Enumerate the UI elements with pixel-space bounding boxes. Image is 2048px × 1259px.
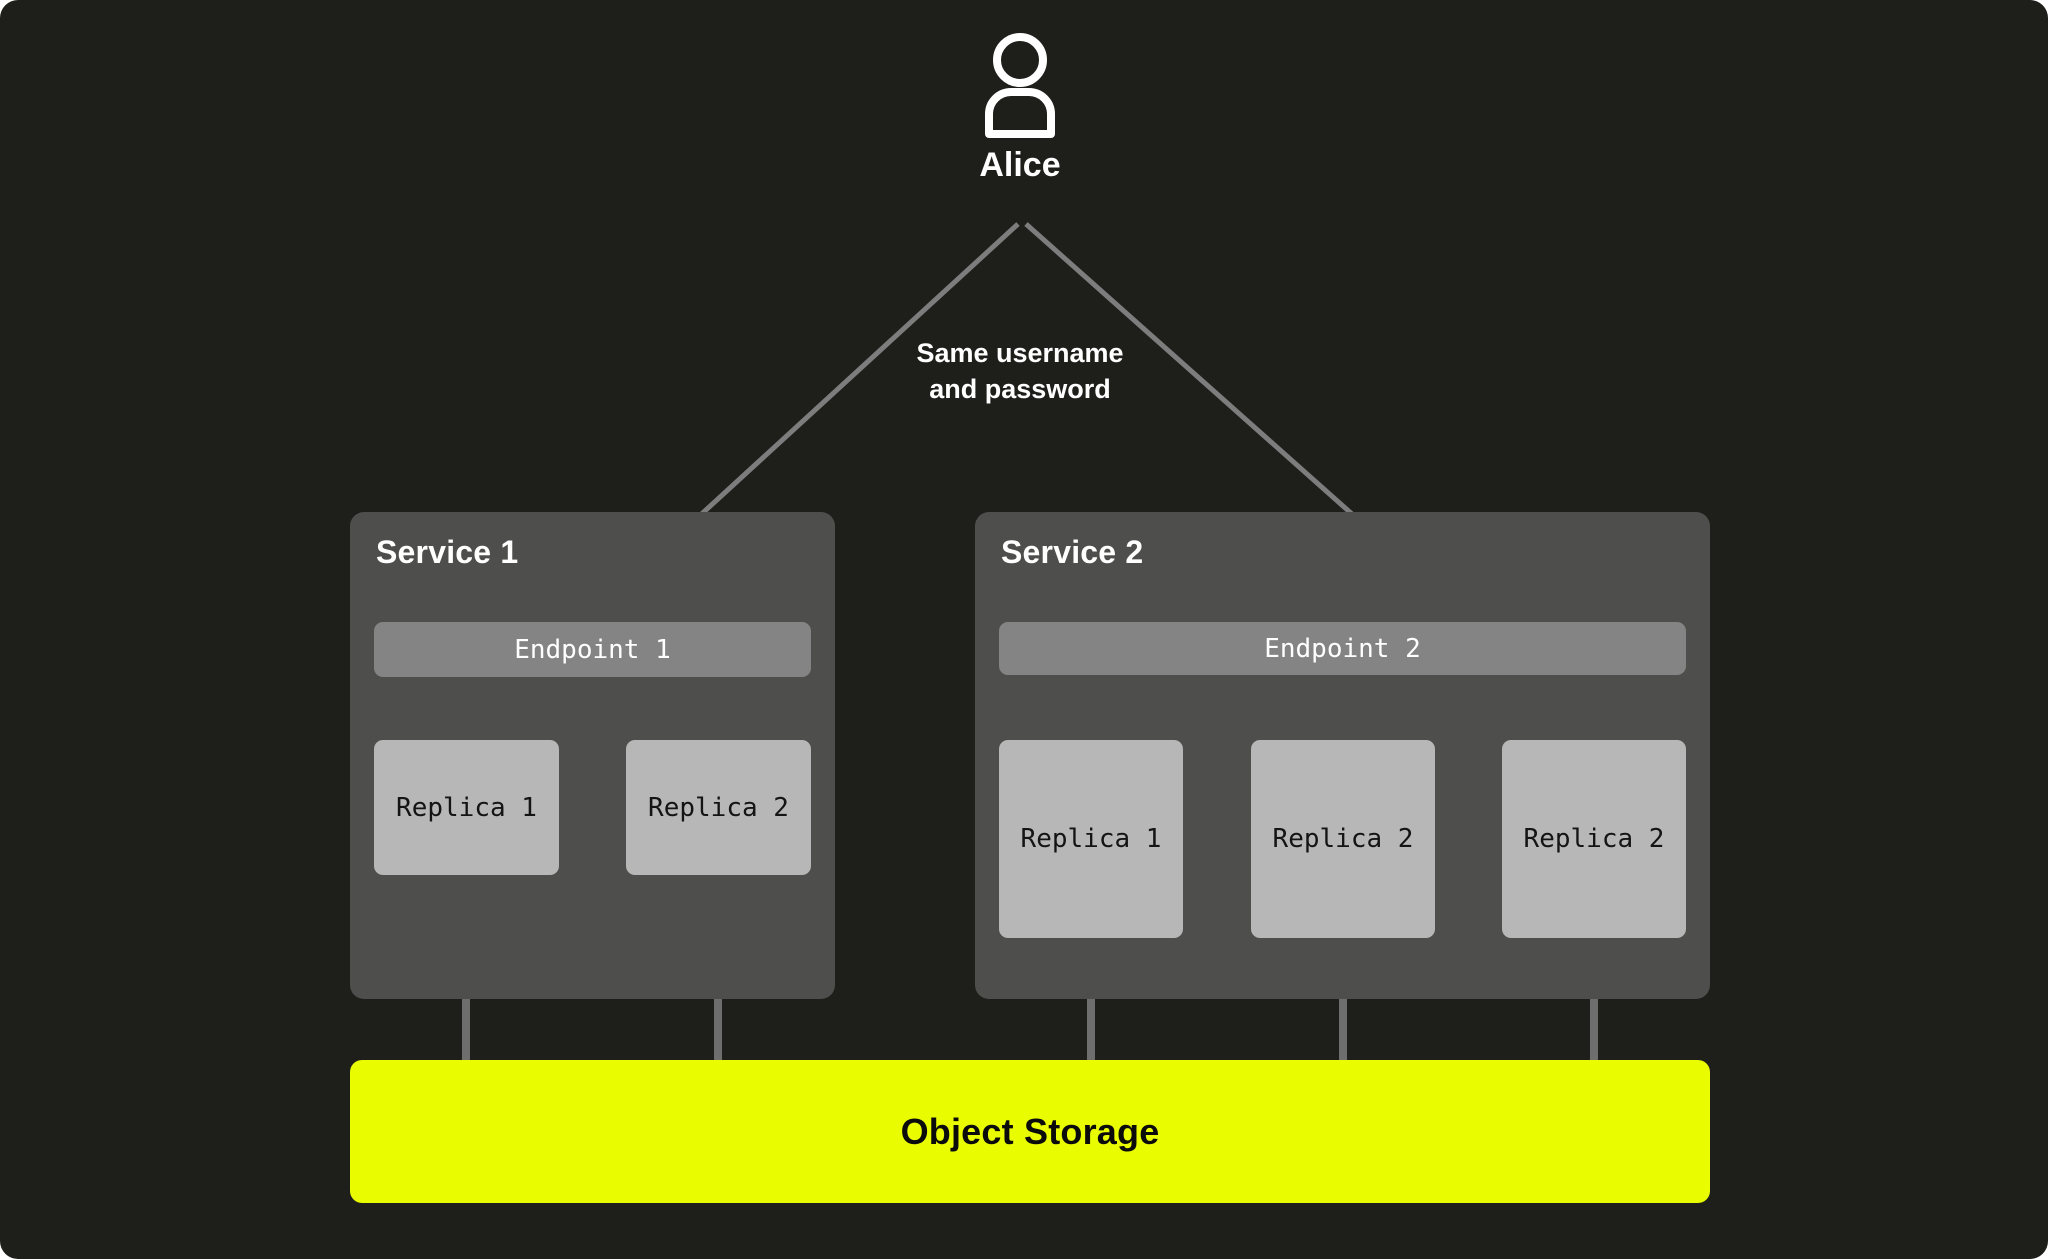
service-1-replica-2[interactable]: Replica 2 xyxy=(626,740,811,875)
edge-caption-line-2: and password xyxy=(929,373,1111,404)
edge-caption: Same username and password xyxy=(824,336,1216,407)
actor-alice: Alice xyxy=(920,30,1120,185)
endpoint-1[interactable]: Endpoint 1 xyxy=(374,622,811,677)
service-2-replica-2[interactable]: Replica 2 xyxy=(1251,740,1435,938)
service-2-replica-3[interactable]: Replica 2 xyxy=(1502,740,1686,938)
actor-label: Alice xyxy=(979,146,1061,184)
endpoint-2[interactable]: Endpoint 2 xyxy=(999,622,1686,675)
service-1-replica-1[interactable]: Replica 1 xyxy=(374,740,559,875)
user-icon xyxy=(985,33,1055,138)
service-2-replica-1[interactable]: Replica 1 xyxy=(999,740,1183,938)
edge-caption-line-1: Same username xyxy=(916,338,1124,368)
object-storage-label: Object Storage xyxy=(900,1110,1160,1152)
service-2-title: Service 2 xyxy=(1001,534,1144,570)
service-box-1[interactable]: Service 1 Endpoint 1 Replica 1 Replica 2 xyxy=(350,512,835,999)
service-1-title: Service 1 xyxy=(376,534,519,570)
service-box-2[interactable]: Service 2 Endpoint 2 Replica 1 Replica 2… xyxy=(975,512,1710,999)
object-storage-box[interactable]: Object Storage xyxy=(350,1060,1710,1203)
